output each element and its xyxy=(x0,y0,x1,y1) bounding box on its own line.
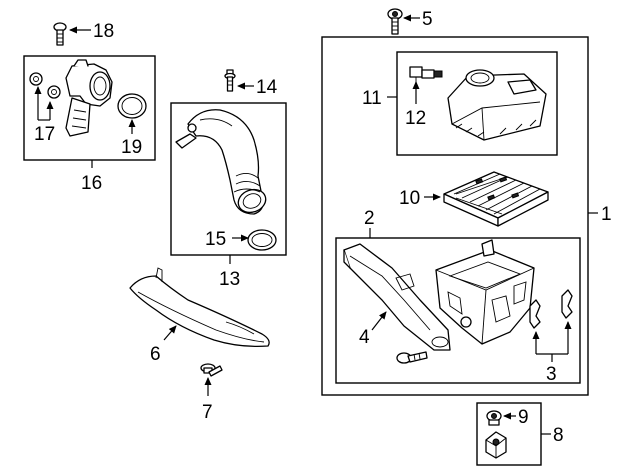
callout-9: 9 xyxy=(518,407,529,428)
callout-2: 2 xyxy=(364,208,375,229)
group-box-2 xyxy=(335,237,581,384)
nut-17-icon xyxy=(29,72,61,99)
callout-6: 6 xyxy=(150,344,161,365)
bolt-14-icon xyxy=(224,69,236,92)
callout-8: 8 xyxy=(553,425,564,446)
leader-4 xyxy=(371,311,387,331)
callout-14: 14 xyxy=(256,77,278,98)
callout-12: 12 xyxy=(405,108,426,129)
inlet-duct-4-icon xyxy=(343,243,451,351)
callout-13: 13 xyxy=(219,269,240,290)
callout-4: 4 xyxy=(359,327,370,348)
callout-7: 7 xyxy=(202,402,213,423)
housing-bolt-icon xyxy=(396,351,428,364)
air-deflector-6-icon xyxy=(129,267,270,348)
callout-19: 19 xyxy=(121,137,142,158)
air-filter-10-icon xyxy=(443,171,549,227)
callout-3: 3 xyxy=(546,364,557,385)
bolt-18-icon xyxy=(53,22,67,46)
group-box-8 xyxy=(476,402,542,466)
sensor-12-icon xyxy=(409,66,443,90)
callout-16: 16 xyxy=(81,173,102,194)
callout-15: 15 xyxy=(205,229,226,250)
callout-18: 18 xyxy=(93,21,114,42)
callout-11: 11 xyxy=(362,88,382,109)
callout-17: 17 xyxy=(34,124,55,145)
air-cleaner-housing-icon xyxy=(435,239,535,345)
leader-6 xyxy=(163,325,177,341)
group-box-13 xyxy=(170,102,287,256)
group-box-16 xyxy=(23,55,156,161)
group-box-1 xyxy=(321,36,589,396)
callout-1: 1 xyxy=(601,204,612,225)
group-box-11 xyxy=(396,51,558,156)
bolt-5-icon xyxy=(387,8,403,35)
intake-hose-icon xyxy=(175,109,267,215)
clip-3-icon xyxy=(529,289,573,329)
bracket-icon xyxy=(485,431,507,459)
bolt-7-icon xyxy=(200,363,223,377)
callout-5: 5 xyxy=(422,9,433,30)
clamp-15-icon xyxy=(247,229,277,251)
air-cleaner-cover-icon xyxy=(447,69,547,141)
grommet-9-icon xyxy=(486,410,502,426)
callout-10: 10 xyxy=(399,188,420,209)
throttle-housing-icon xyxy=(65,59,113,137)
gasket-19-icon xyxy=(117,93,147,119)
